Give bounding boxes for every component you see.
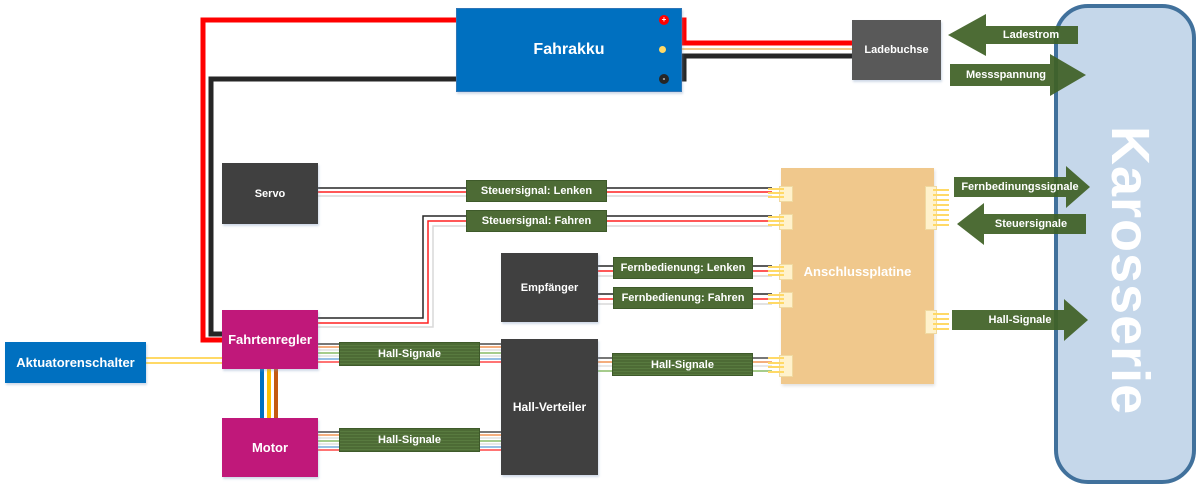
battery-terminal-negative: - (659, 74, 669, 84)
ladebuchse-block: Ladebuchse (852, 20, 941, 80)
fahrtenregler-block: Fahrtenregler (222, 310, 318, 369)
hall-signale-platine-label: Hall-Signale (651, 358, 714, 371)
ladestrom-arrow (948, 14, 1078, 56)
power-wire-negative (208, 53, 852, 337)
power-wire-positive (200, 17, 852, 343)
karosserie-block (1054, 4, 1196, 484)
empfaenger-block: Empfänger (501, 253, 598, 322)
fahrakku-label: Fahrakku (533, 41, 605, 58)
connector-hall-out (925, 310, 949, 334)
plus-sign: + (661, 15, 667, 24)
ladebuchse-label: Ladebuchse (864, 44, 929, 56)
messspannung-label: Messspannung (965, 69, 1047, 81)
fernbedienung-lenken-label: Fernbedienung: Lenken (620, 262, 746, 274)
steuersignal-lenken-label: Steuersignal: Lenken (480, 185, 593, 197)
connector-receiver-steer (768, 264, 793, 280)
messspannung-arrow (950, 54, 1086, 96)
aktuatorenschalter-block: Aktuatorenschalter (5, 342, 146, 383)
connector-receiver-drive (768, 292, 793, 308)
hall-signale-regler-label: Hall-Signale (378, 348, 441, 360)
ladestrom-label: Ladestrom (1002, 29, 1060, 41)
hall-verteiler-block: Hall-Verteiler (501, 339, 598, 475)
aktuatorenschalter-label: Aktuatorenschalter (16, 355, 135, 370)
motor-block: Motor (222, 418, 318, 477)
motor-phase-wires (260, 368, 278, 418)
hall-signale-arrow-label: Hall-Signale (988, 314, 1052, 326)
steuersignal-fahren-label-box: Steuersignal: Fahren (466, 210, 607, 232)
connector-remote-out (925, 186, 949, 230)
motor-label: Motor (251, 440, 289, 455)
empfaenger-label: Empfänger (520, 281, 579, 294)
servo-label: Servo (254, 187, 286, 200)
fernbedienung-fahren-label: Fernbedienung: Fahren (621, 292, 745, 304)
hall-signale-motor-label-box: Hall-Signale (339, 428, 480, 452)
battery-terminal-positive: + (659, 15, 669, 25)
hall-signale-regler-label-box: Hall-Signale (339, 342, 480, 366)
steuersignale-arrow (957, 203, 1086, 245)
hall-signale-platine-label-box: Hall-Signale (612, 353, 753, 376)
connector-servo (768, 186, 793, 202)
fahrakku-block: Fahrakku (456, 8, 682, 92)
connector-regler (768, 214, 793, 230)
steuersignal-fahren-label: Steuersignal: Fahren (481, 215, 592, 227)
minus-sign: - (662, 74, 666, 83)
hall-verteiler-label: Hall-Verteiler (512, 400, 587, 414)
battery-terminal-sense (659, 46, 666, 53)
hall-signale-motor-label: Hall-Signale (378, 434, 441, 446)
fernbedienung-lenken-label-box: Fernbedienung: Lenken (613, 257, 753, 279)
fernbedienung-fahren-label-box: Fernbedienung: Fahren (613, 287, 753, 309)
steuersignal-lenken-label-box: Steuersignal: Lenken (466, 180, 607, 202)
anschlussplatine-label: Anschlussplatine (803, 264, 912, 279)
connector-hall-in (768, 355, 793, 377)
anschlussplatine-block: Anschlussplatine (781, 168, 934, 384)
actuator-switch-wires (146, 357, 222, 364)
fahrtenregler-label: Fahrtenregler (228, 332, 312, 347)
fernbedienungssignale-arrow (954, 166, 1090, 208)
hall-signale-arrow (952, 299, 1088, 341)
steuersignale-label: Steuersignale (994, 218, 1068, 230)
fernbedienungssignale-label: Fernbedinungssignale (961, 181, 1079, 193)
servo-block: Servo (222, 163, 318, 224)
